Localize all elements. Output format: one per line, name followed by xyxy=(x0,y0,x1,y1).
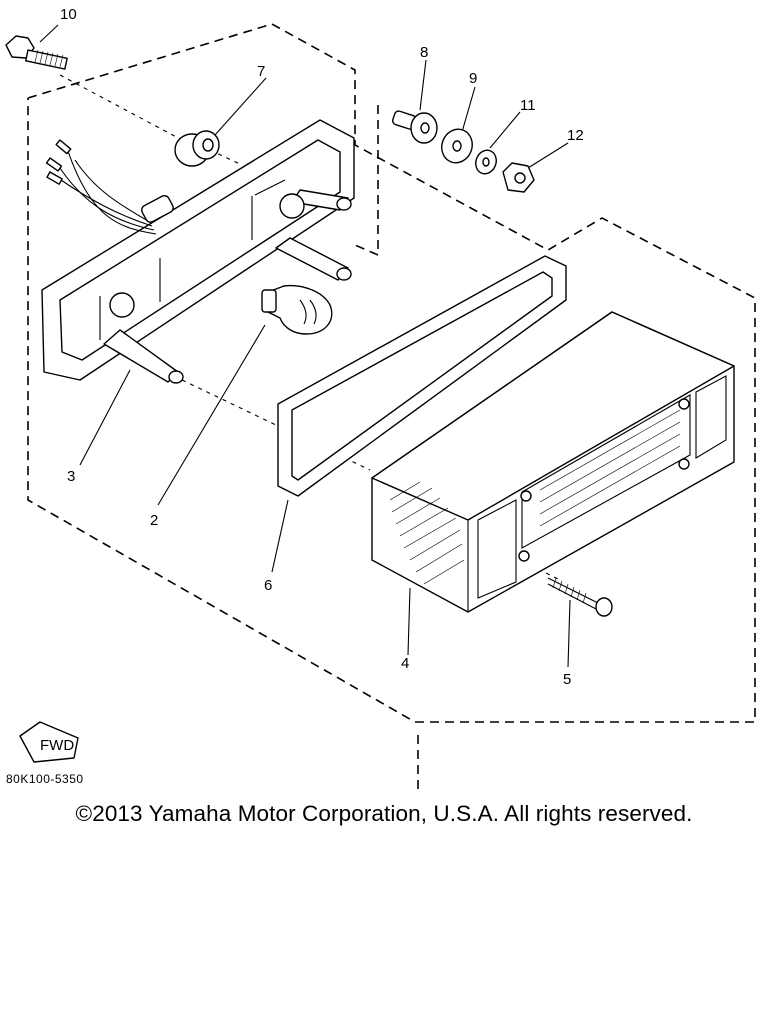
gasket-part xyxy=(277,255,567,497)
washer-part xyxy=(441,128,473,164)
lock-washer-part xyxy=(475,149,497,175)
callout-5: 5 xyxy=(563,671,571,688)
fwd-label: FWD xyxy=(40,737,74,754)
nut-part xyxy=(502,162,535,193)
fwd-arrow-icon: FWD xyxy=(19,721,79,763)
callout-10: 10 xyxy=(60,6,77,23)
collar-part xyxy=(392,110,438,144)
callout-8: 8 xyxy=(420,44,428,61)
callout-3: 3 xyxy=(67,468,75,485)
callout-9: 9 xyxy=(469,70,477,87)
callout-2: 2 xyxy=(150,512,158,529)
callout-11: 11 xyxy=(520,97,536,114)
callout-7: 7 xyxy=(257,63,265,80)
screw-part xyxy=(547,577,613,617)
exploded-parts-diagram: FWD 10 7 8 9 11 12 3 2 6 4 5 xyxy=(5,6,756,790)
lamp-housing-part xyxy=(41,119,355,384)
callout-4: 4 xyxy=(401,655,409,672)
bulb-part xyxy=(261,284,333,335)
copyright-notice: ©2013 Yamaha Motor Corporation, U.S.A. A… xyxy=(75,801,693,826)
callout-labels: 10 7 8 9 11 12 3 2 6 4 5 xyxy=(60,6,584,688)
grommet-part xyxy=(174,130,220,167)
callout-12: 12 xyxy=(567,127,584,144)
callout-6: 6 xyxy=(264,577,272,594)
lens-part xyxy=(371,311,735,613)
bolt-part xyxy=(5,35,68,70)
part-code-label: 80K100-5350 xyxy=(6,772,84,786)
assembly-outline xyxy=(27,23,756,790)
